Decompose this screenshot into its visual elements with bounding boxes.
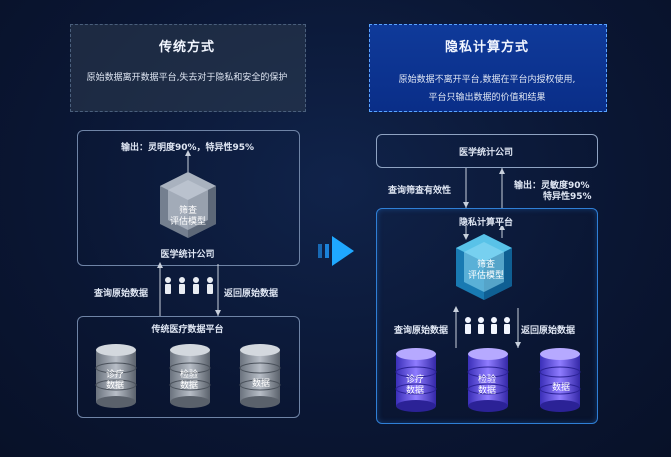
right-people-row [453,306,521,348]
right-header-box [369,24,607,112]
right-platform-title: 隐私计算平台 [458,218,513,228]
left-people-row [157,262,221,316]
right-output-1: 输出：灵敏度90% [514,181,590,191]
left-platform-title: 传统医疗数据平台 [151,325,224,335]
person-icon [465,317,510,334]
right-platform-box [376,208,598,424]
left-db2-label-1: 检验 [180,370,199,380]
left-db1-label-2: 数据 [106,381,125,391]
right-link-arrows [463,168,505,208]
left-return-label: 返回原始数据 [224,289,279,299]
left-databases [95,344,281,408]
right-output-2: 特异性95% [543,192,592,202]
left-db2-label-2: 数据 [180,381,199,391]
right-company-name: 医学统计公司 [458,148,513,158]
db-cylinder-1 [395,348,437,412]
right-db2-label-1: 检验 [478,375,497,385]
left-model-graphic [160,150,216,238]
right-db3-label: 数据 [552,383,571,393]
left-header-title: 传统方式 [158,40,215,55]
right-header-desc-2: 平台只输出数据的价值和结果 [428,93,546,103]
right-company-box [376,134,598,168]
right-db2-label-2: 数据 [478,386,497,396]
right-model-label-1: 筛查 [476,260,495,270]
db-cylinder-3 [239,344,281,408]
right-header-title: 隐私计算方式 [444,40,529,55]
play-arrow-icon [318,236,354,266]
right-return-label: 返回原始数据 [521,326,576,336]
right-query-valid: 查询筛查有效性 [388,186,452,196]
left-output-text: 输出：灵明度90%，特异性95% [120,143,255,153]
left-model-label-1: 筛查 [178,206,197,216]
db-cylinder-3 [539,348,581,412]
left-header-desc: 原始数据离开数据平台,失去对于隐私和安全的保护 [86,73,288,83]
db-cylinder-2 [467,348,509,412]
right-query-label: 查询原始数据 [394,326,449,336]
left-db1-label-1: 诊疗 [106,370,125,380]
db-cylinder-1 [95,344,137,408]
left-model-label-2: 评估模型 [169,217,206,227]
left-db3-label: 数据 [252,379,271,389]
left-company-name: 医学统计公司 [160,250,215,260]
right-header-desc-1: 原始数据不离开平台,数据在平台内授权使用, [398,75,576,85]
left-platform-box [77,316,300,418]
left-header-box [70,24,306,112]
right-db1-label-2: 数据 [406,386,425,396]
person-icon [165,277,213,294]
db-cylinder-2 [169,344,211,408]
right-model-label-2: 评估模型 [467,271,504,281]
right-db1-label-1: 诊疗 [406,375,425,385]
right-model-graphic [456,226,512,300]
left-company-box [77,130,300,266]
right-databases [395,348,581,412]
left-query-label: 查询原始数据 [94,289,149,299]
